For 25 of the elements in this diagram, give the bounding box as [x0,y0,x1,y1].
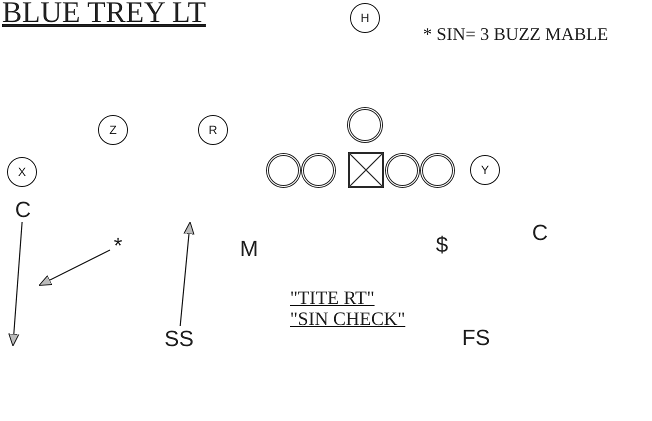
arrow [180,222,194,326]
defender-label: FS [458,325,494,351]
player-circle: Y [470,155,500,185]
lineman-circle [420,153,455,188]
center-square [348,152,384,188]
arrow [8,222,23,346]
defender-label: SS [158,326,200,352]
defender-label: M [236,236,262,262]
player-circle: H [350,3,380,33]
defender-label: C [12,198,34,222]
lineman-circle [266,153,301,188]
play-note: * SIN= 3 BUZZ MABLE [423,24,608,45]
arrow [38,249,110,286]
defender-label: * [110,238,126,254]
defender-label: $ [432,232,452,258]
formation-call: "TITE RT" [290,288,375,310]
player-circle: Z [98,115,128,145]
lineman-circle [385,153,420,188]
player-circle: X [7,157,37,187]
formation-call: "SIN CHECK" [290,309,406,331]
lineman-circle [347,107,383,143]
defender-label: C [528,220,552,246]
player-circle: R [198,115,228,145]
lineman-circle [301,153,336,188]
play-title: BLUE TREY LT [2,0,206,30]
